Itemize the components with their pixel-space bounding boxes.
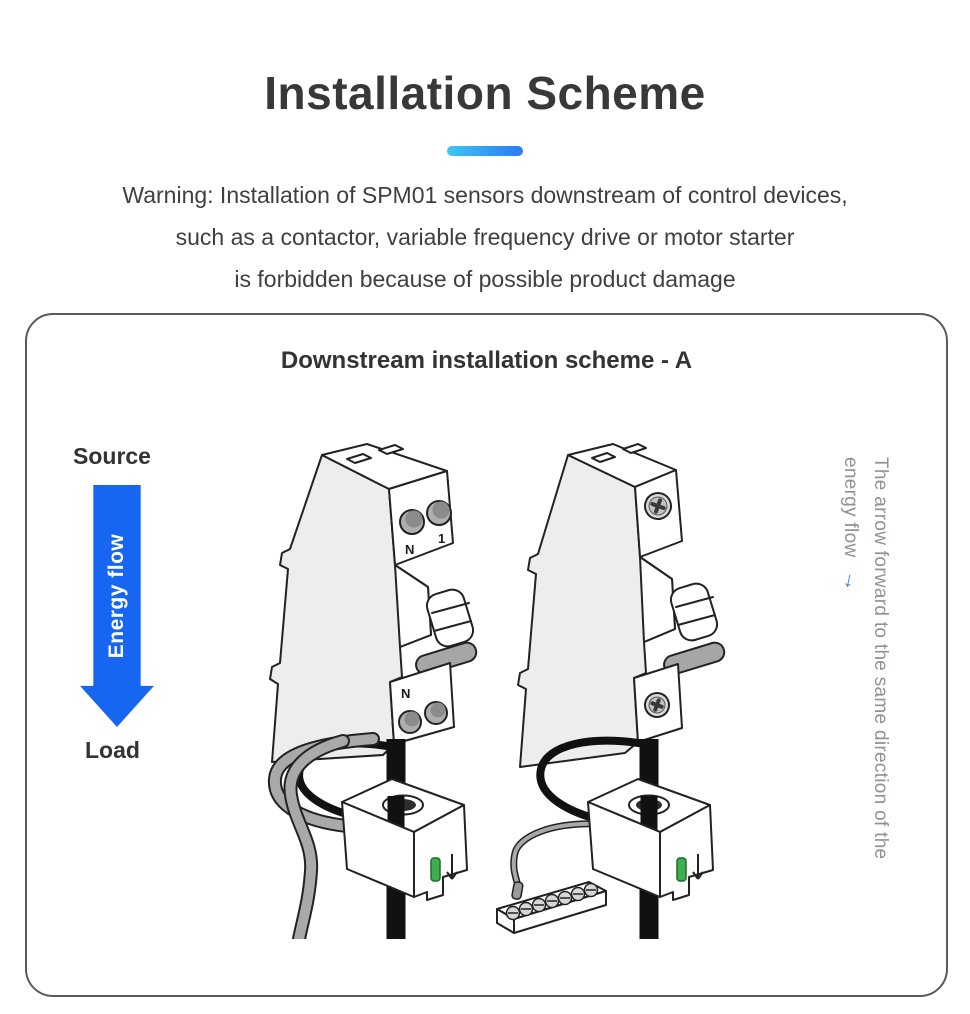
gray-wire-long [285, 736, 348, 939]
title-divider [447, 146, 523, 156]
flow-direction-note: The arrow forward to the same direction … [836, 457, 895, 909]
flow-direction-note-line2: energy flow [840, 457, 861, 558]
scheme-panel-title: Downstream installation scheme - A [280, 347, 693, 374]
ct-right-face [413, 804, 468, 901]
ct-right-face [659, 804, 714, 901]
ct-sensor [341, 778, 468, 939]
left-breaker-top-terminals [399, 500, 452, 535]
left-breaker-switch-face [394, 564, 432, 648]
switch-band-line [433, 620, 472, 632]
din-slot-icon [622, 443, 647, 454]
switch-band-line [675, 596, 714, 608]
din-slot-icon [378, 444, 404, 455]
left-breaker-switch-body [425, 588, 475, 648]
switch-band-line [677, 614, 716, 626]
left-breaker-bottom-terminals [398, 701, 448, 734]
screw-terminal-top [644, 492, 672, 520]
source-label: Source [73, 443, 151, 469]
neutral-terminal-bar [496, 881, 607, 934]
switch-band-line [431, 602, 470, 614]
neutral-wire-connector [511, 881, 524, 900]
ct-direction-arrow-icon [446, 854, 458, 880]
screw-terminal-bottom [644, 692, 670, 718]
left-breaker-illustration: N 1 N [267, 443, 478, 939]
neutral-wire-outline [510, 820, 605, 886]
warning-text: Warning: Installation of SPM01 sensors d… [0, 174, 970, 300]
warning-line-1: Warning: Installation of SPM01 sensors d… [122, 182, 848, 208]
din-slot-icon [346, 453, 372, 464]
load-label: Load [85, 737, 140, 763]
ct-green-indicator [430, 857, 441, 882]
flow-direction-note-line1: The arrow forward to the same direction … [870, 457, 891, 860]
warning-line-2: such as a contactor, variable frequency … [175, 224, 795, 250]
neutral-bar-screws [505, 882, 599, 921]
ct-green-indicator [676, 857, 687, 882]
terminal-label-n-top: N [405, 542, 414, 557]
right-breaker-illustration [496, 443, 726, 939]
din-slot-icon [591, 452, 616, 463]
terminal-label-n-bottom: N [401, 686, 410, 701]
terminal-label-1: 1 [438, 531, 445, 546]
ct-sensor [587, 778, 714, 939]
flow-direction-arrow-icon: → [838, 569, 865, 595]
ct-direction-arrow-icon [692, 854, 704, 880]
neutral-wire [511, 821, 603, 884]
right-breaker-switch-face [639, 556, 676, 643]
page-title: Installation Scheme [264, 67, 706, 119]
warning-line-3: is forbidden because of possible product… [234, 266, 736, 292]
energy-flow-arrow: Energy flow [80, 485, 154, 727]
right-breaker-switch-body [669, 582, 719, 642]
energy-flow-label: Energy flow [105, 534, 128, 659]
scheme-panel: Downstream installation scheme - A Sourc… [25, 313, 948, 997]
